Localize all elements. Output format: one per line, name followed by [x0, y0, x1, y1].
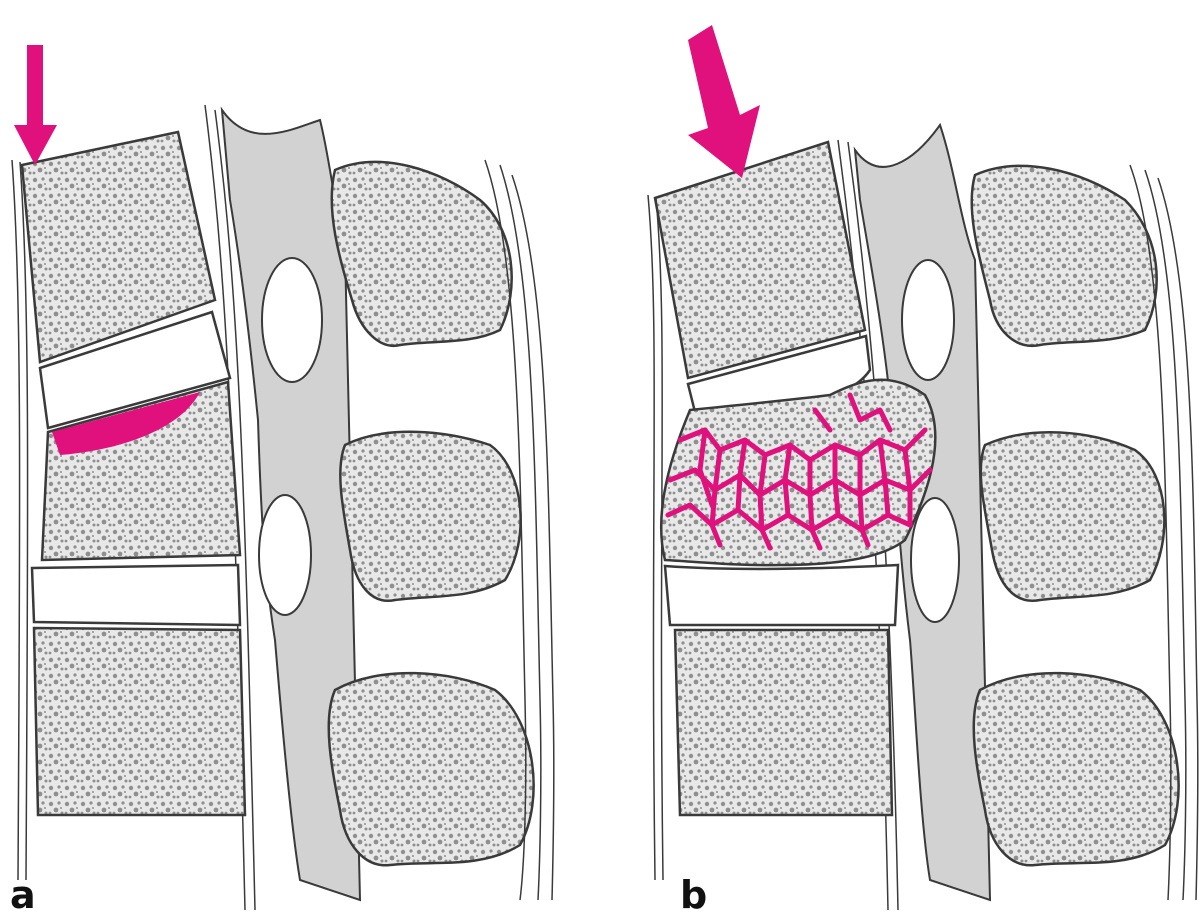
vertebral-body-b-1 [655, 142, 865, 378]
anterior-lines-a [12, 160, 28, 880]
vertebral-body-b-3 [675, 630, 892, 815]
process-b-mid [981, 432, 1165, 600]
panel-b-spine [648, 25, 1198, 910]
intervertebral-disc-a-2 [32, 565, 240, 625]
panel-label-b: b [680, 876, 707, 914]
process-b-top [972, 166, 1157, 346]
down-arrow-icon [14, 45, 57, 165]
panel-a-spine [12, 45, 554, 910]
process-a-mid [340, 432, 520, 601]
process-a-bottom [329, 673, 534, 865]
panel-label-a: a [10, 876, 36, 914]
foramen-b-1 [902, 260, 954, 380]
vertebral-body-a-3 [34, 628, 245, 815]
foramen-b-2 [911, 498, 959, 622]
foramen-a-2 [259, 495, 311, 615]
intervertebral-disc-b-2 [665, 565, 898, 625]
foramen-a-1 [262, 258, 322, 382]
process-a-top [332, 162, 512, 346]
down-arrow-icon [688, 25, 760, 178]
process-b-bottom [974, 673, 1179, 865]
